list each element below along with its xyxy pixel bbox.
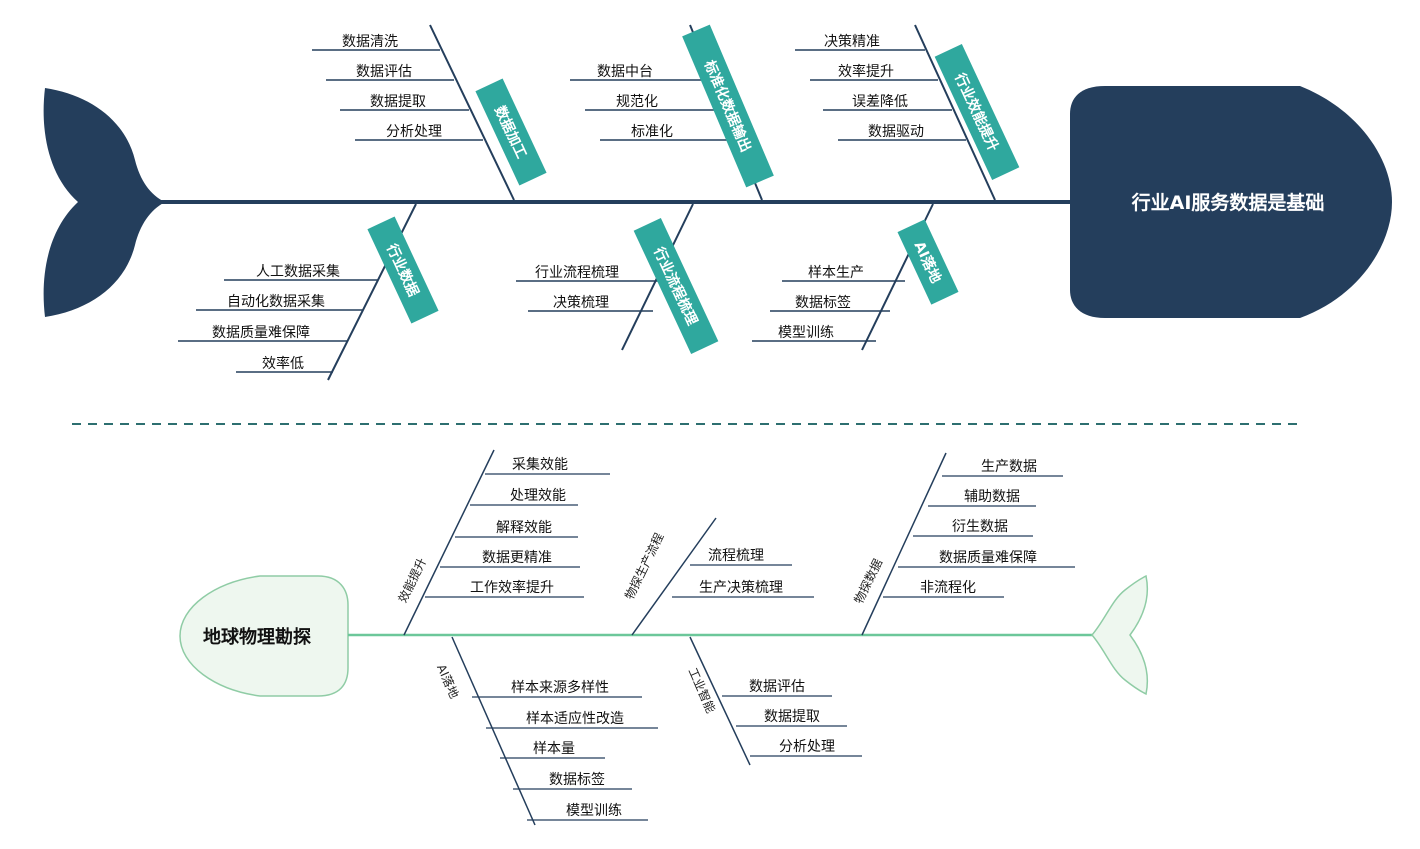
- top-fish-head: [1070, 86, 1392, 318]
- top-branch-item: 效率低: [262, 355, 304, 372]
- top-branch-label-box: 数据加工: [475, 78, 547, 186]
- top-branch-item: 标准化: [631, 124, 673, 140]
- bottom-branch-item: 非流程化: [920, 580, 976, 596]
- top-branch-item: 数据标签: [795, 294, 851, 311]
- bottom-branch-item: 流程梳理: [708, 548, 764, 564]
- bottom-branch-geo-data: 生产数据 辅助数据 衍生数据 数据质量难保障 非流程化 物探数据: [851, 452, 1075, 636]
- top-branch-standard-output: 数据中台 规范化 标准化 标准化数据输出: [570, 24, 774, 201]
- top-branch-item: 自动化数据采集: [227, 293, 325, 310]
- top-branch-industry-data: 人工数据采集 自动化数据采集 数据质量难保障 效率低 行业数据: [178, 203, 439, 381]
- bottom-branch-item: 采集效能: [512, 456, 568, 473]
- top-branch-item: 规范化: [616, 93, 658, 110]
- top-branch-item: 行业流程梳理: [535, 265, 619, 281]
- bottom-branch-label: 物探生产流程: [621, 530, 666, 601]
- bottom-branch-industrial-intel: 数据评估 数据提取 分析处理 工业智能: [685, 636, 862, 766]
- top-branch-item: 数据中台: [597, 64, 653, 80]
- bottom-branch-item: 辅助数据: [964, 489, 1020, 505]
- top-branch-item: 数据清洗: [342, 34, 398, 50]
- bottom-branch-item: 分析处理: [779, 739, 835, 755]
- bottom-branch-item: 样本量: [533, 741, 575, 757]
- top-branch-ai-landing: 样本生产 数据标签 模型训练 AI落地: [752, 203, 959, 351]
- bottom-branch-item: 数据提取: [764, 709, 820, 725]
- top-branch-item: 人工数据采集: [256, 263, 340, 280]
- bottom-branch-item: 工作效率提升: [470, 579, 554, 596]
- top-branch-item: 数据驱动: [868, 124, 924, 140]
- bottom-fish-tail: [1091, 574, 1149, 696]
- top-branch-label-box: AI落地: [897, 219, 959, 305]
- bottom-branch-label: 效能提升: [395, 555, 430, 605]
- bottom-branch-item: 生产决策梳理: [699, 579, 783, 596]
- bottom-branch-item: 解释效能: [496, 520, 552, 536]
- top-branch-item: 误差降低: [852, 94, 908, 110]
- bottom-fish-head: [179, 575, 349, 697]
- bottom-branch-production-flow: 流程梳理 生产决策梳理 物探生产流程: [621, 517, 814, 636]
- bottom-fishbone: 地球物理勘探 采集效能 处理效能 解释效能 数据更精准 工作效率提升 效能提升 …: [179, 449, 1149, 826]
- top-branch-item: 数据评估: [356, 64, 412, 80]
- top-branch-label-box: 标准化数据输出: [682, 24, 774, 188]
- bottom-branch-item: 样本适应性改造: [526, 710, 624, 727]
- bottom-branch-item: 处理效能: [510, 488, 566, 504]
- top-branch-item: 决策梳理: [553, 294, 609, 311]
- top-branch-label-box: 行业数据: [367, 216, 439, 324]
- bottom-branch-item: 数据更精准: [482, 550, 552, 566]
- top-branch-item: 样本生产: [808, 265, 864, 281]
- bottom-branch-item: 模型训练: [566, 803, 622, 819]
- top-branch-data-processing: 数据清洗 数据评估 数据提取 分析处理 数据加工: [312, 24, 547, 201]
- bottom-branch-item: 数据标签: [549, 771, 605, 788]
- bottom-branch-label: 物探数据: [851, 556, 886, 606]
- bottom-branch-item: 生产数据: [981, 459, 1037, 475]
- top-branch-item: 模型训练: [778, 325, 834, 341]
- top-branch-item: 效率提升: [838, 63, 894, 80]
- bottom-branch-label: 工业智能: [685, 665, 718, 715]
- top-branch-item: 数据提取: [370, 94, 426, 110]
- top-branch-process: 行业流程梳理 决策梳理 行业流程梳理: [516, 203, 719, 354]
- top-branch-item: 决策精准: [824, 33, 880, 50]
- bottom-branch-item: 样本来源多样性: [511, 679, 609, 696]
- bottom-branch-item: 数据质量难保障: [939, 550, 1037, 566]
- top-head-label: 行业AI服务数据是基础: [1131, 191, 1325, 214]
- bottom-branch-label: AI落地: [434, 662, 461, 700]
- bottom-head-label: 地球物理勘探: [203, 626, 312, 648]
- bottom-branch-ai-landing: 样本来源多样性 样本适应性改造 样本量 数据标签 模型训练 AI落地: [434, 636, 658, 826]
- top-branch-efficiency: 决策精准 效率提升 误差降低 数据驱动 行业效能提升: [795, 24, 1020, 201]
- bottom-branch-item: 衍生数据: [952, 519, 1008, 535]
- bottom-branch-efficiency: 采集效能 处理效能 解释效能 数据更精准 工作效率提升 效能提升: [395, 449, 610, 636]
- top-branch-item: 数据质量难保障: [212, 325, 310, 341]
- bottom-branch-item: 数据评估: [749, 679, 805, 695]
- top-fishbone: 行业AI服务数据是基础 数据清洗 数据评估 数据提取 分析处理 数据加工 数据中…: [43, 24, 1392, 381]
- top-branch-item: 分析处理: [386, 124, 442, 140]
- top-fish-tail: [43, 88, 166, 317]
